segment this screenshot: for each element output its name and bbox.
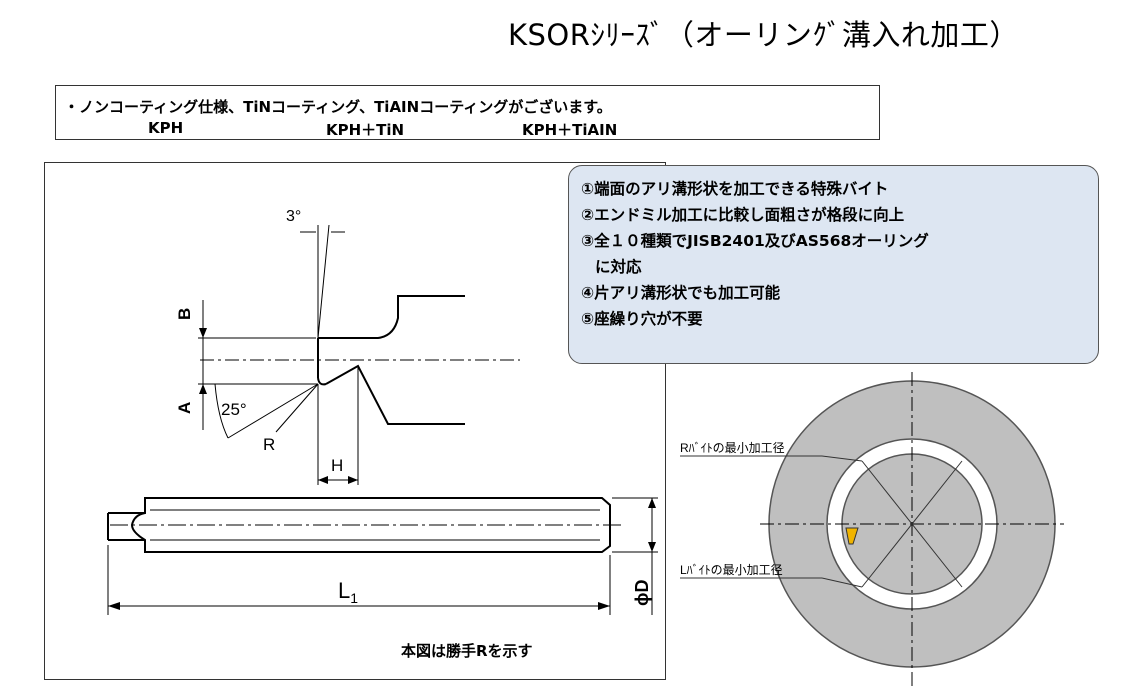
dim-h-arrow-right <box>348 476 358 484</box>
dim-l1-arrow-right <box>598 602 610 610</box>
r-min-diameter-leader-tip <box>821 455 863 462</box>
dim-h-arrow-left <box>318 476 328 484</box>
feature-item-3: ③全１０種類でJISB2401及びAS568オーリング <box>581 232 929 250</box>
dim-a-arrow <box>199 384 207 394</box>
dim-l1-label: L1 <box>338 578 358 606</box>
features-box: ①端面のアリ溝形状を加工できる特殊バイト ②エンドミル加工に比較し面粗さが格段に… <box>568 165 1099 364</box>
feature-item-1: ①端面のアリ溝形状を加工できる特殊バイト <box>581 180 889 198</box>
dim-d-arrow-bottom <box>648 542 656 552</box>
dim-d-label: ϕD <box>632 580 652 607</box>
dim-b-arrow <box>199 328 207 338</box>
ring-diameter-l <box>861 460 963 588</box>
drawing-caption: 本図は勝手Rを示す <box>401 642 533 660</box>
tool-shank <box>107 497 658 615</box>
dim-b-label: B <box>175 308 194 320</box>
tool-tip-detail <box>198 224 520 485</box>
feature-item-2: ②エンドミル加工に比較し面粗さが格段に向上 <box>581 206 905 224</box>
tip-lower-profile <box>325 364 465 425</box>
radius-label: R <box>263 435 275 454</box>
shank-outline <box>130 497 611 553</box>
l-min-diameter-label: Lﾊﾞｲﾄの最小加工径 <box>680 563 783 577</box>
coating-item-kph-tiain: KPH＋TiAIN <box>522 121 618 139</box>
l-min-diameter-leader-tip <box>821 577 863 588</box>
feature-item-5: ⑤座繰り穴が不要 <box>581 310 703 328</box>
angle-25-arc <box>214 383 229 439</box>
dim-a-label: A <box>175 402 194 414</box>
radius-leader <box>275 383 319 433</box>
tool-drawing-frame <box>44 162 666 680</box>
feature-item-3-cont: に対応 <box>595 258 642 276</box>
r-min-diameter-label: Rﾊﾞｲﾄの最小加工径 <box>680 441 785 455</box>
dim-l1-subscript: 1 <box>350 590 358 606</box>
coating-item-kph-tin: KPH＋TiN <box>326 121 405 139</box>
dim-h-label: H <box>331 456 343 475</box>
tip-upper-profile <box>318 295 465 339</box>
tip-nose <box>317 377 327 386</box>
dim-l1-main: L <box>338 578 350 603</box>
angle-3-line <box>317 224 330 339</box>
tool-insert-marker <box>845 527 859 545</box>
angle-25-line <box>227 383 319 439</box>
page-title: KSORｼﾘｰｽﾞ（オーリンｸﾞ溝入れ加工） <box>508 18 1019 52</box>
angle-3-label: 3° <box>286 208 301 225</box>
feature-item-4: ④片アリ溝形状でも加工可能 <box>581 284 781 302</box>
coating-item-kph: KPH <box>148 119 184 137</box>
workpiece-ring <box>680 372 1064 688</box>
dim-d-arrow-top <box>648 498 656 508</box>
angle-25-label: 25° <box>221 400 247 419</box>
coating-notice-box: ・ノンコーティング仕様、TiNコーティング、TiAINコーティングがございます。… <box>55 85 880 140</box>
coating-notice-text: ・ノンコーティング仕様、TiNコーティング、TiAINコーティングがございます。 <box>64 98 612 116</box>
dim-l1-arrow-left <box>108 602 120 610</box>
